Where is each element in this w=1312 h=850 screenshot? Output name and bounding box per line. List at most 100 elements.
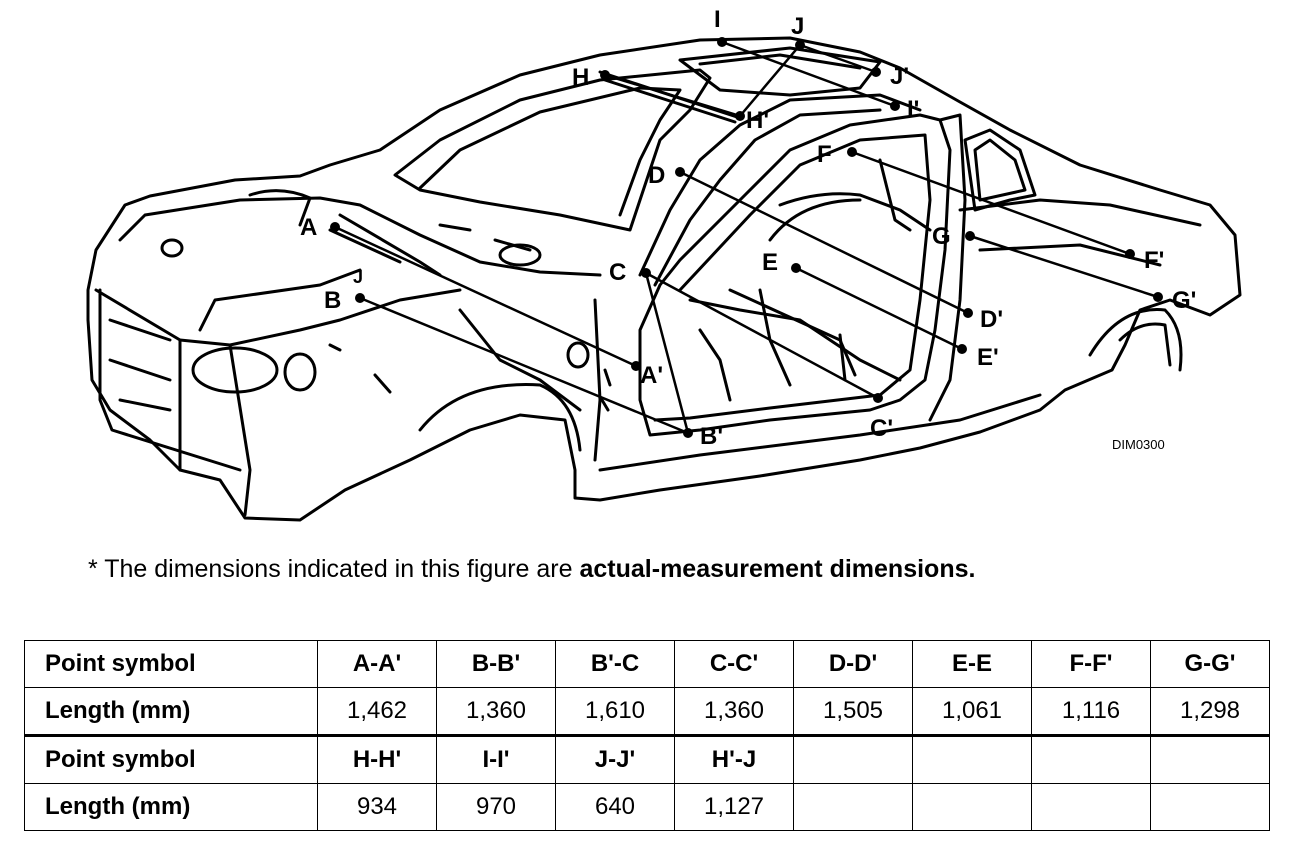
symbol-cell (1150, 734, 1270, 784)
label-f: F (817, 141, 832, 168)
label-jprime: J' (890, 63, 909, 90)
length-cell: 1,462 (317, 687, 437, 736)
line-i-iprime (721, 40, 896, 108)
symbol-cell: J-J' (555, 734, 675, 784)
row-label-point-symbol: Point symbol (24, 734, 318, 784)
point-aprime (631, 361, 641, 371)
point-fprime (1125, 249, 1135, 259)
point-i (717, 37, 727, 47)
label-bprime: B' (700, 423, 723, 450)
symbol-cell: B'-C (555, 640, 675, 688)
length-cell: 1,505 (793, 687, 913, 736)
length-cell (793, 783, 913, 831)
label-aprime: A' (640, 362, 663, 389)
point-j (795, 40, 805, 50)
label-c: C (609, 259, 626, 286)
label-j: J (791, 13, 804, 40)
point-c (641, 268, 651, 278)
label-d: D (648, 162, 665, 189)
length-cell: 970 (436, 783, 556, 831)
length-cell: 1,360 (674, 687, 794, 736)
label-iprime: I' (907, 96, 919, 123)
label-gprime: G' (1172, 287, 1196, 314)
length-cell: 1,116 (1031, 687, 1151, 736)
car-body-outline (86, 36, 1242, 522)
label-j-small: J (353, 267, 363, 287)
dimensions-table: Point symbol A-A' B-B' B'-C C-C' D-D' E-… (24, 640, 1270, 831)
point-a (330, 222, 340, 232)
label-fprime: F' (1144, 247, 1164, 274)
length-cell: 1,298 (1150, 687, 1270, 736)
length-cell: 1,610 (555, 687, 675, 736)
label-h: H (572, 64, 589, 91)
measurement-points (330, 37, 1163, 438)
point-h (600, 70, 610, 80)
point-hprime (735, 111, 745, 121)
point-jprime (871, 67, 881, 77)
point-g (965, 231, 975, 241)
point-iprime (890, 101, 900, 111)
point-dprime (963, 308, 973, 318)
label-b: B (324, 287, 341, 314)
line-c-cprime (645, 271, 879, 400)
point-labels: I J H J' H' I' D F A J C E G F' B G' D' … (300, 6, 1196, 450)
symbol-cell: I-I' (436, 734, 556, 784)
symbol-cell: B-B' (436, 640, 556, 688)
point-f (847, 147, 857, 157)
point-gprime (1153, 292, 1163, 302)
line-e-eprime (795, 266, 963, 351)
point-cprime (873, 393, 883, 403)
line-g-gprime (969, 234, 1159, 299)
length-cell (912, 783, 1032, 831)
table-row: Point symbol H-H' I-I' J-J' H'-J (24, 734, 1270, 784)
table-row: Point symbol A-A' B-B' B'-C C-C' D-D' E-… (24, 640, 1270, 688)
symbol-cell: E-E (912, 640, 1032, 688)
label-dprime: D' (980, 306, 1003, 333)
point-e (791, 263, 801, 273)
length-cell (1031, 783, 1151, 831)
point-eprime (957, 344, 967, 354)
line-j-jprime (799, 43, 877, 74)
symbol-cell (1031, 734, 1151, 784)
symbol-cell: C-C' (674, 640, 794, 688)
table-row: Length (mm) 934 970 640 1,127 (24, 783, 1270, 831)
label-eprime: E' (977, 344, 999, 371)
symbol-cell: F-F' (1031, 640, 1151, 688)
line-b-bprime (359, 296, 689, 435)
measurement-lines (334, 40, 1159, 435)
label-hprime: H' (746, 107, 769, 134)
label-a: A (300, 214, 317, 241)
symbol-cell: D-D' (793, 640, 913, 688)
length-cell: 1,061 (912, 687, 1032, 736)
symbol-cell: H'-J (674, 734, 794, 784)
length-cell: 934 (317, 783, 437, 831)
label-g: G (932, 223, 951, 250)
line-bprime-c (644, 272, 690, 434)
length-cell: 1,127 (674, 783, 794, 831)
label-e: E (762, 249, 778, 276)
line-f-fprime (851, 150, 1131, 256)
table-row: Length (mm) 1,462 1,360 1,610 1,360 1,50… (24, 687, 1270, 736)
symbol-cell (912, 734, 1032, 784)
point-b (355, 293, 365, 303)
row-label-point-symbol: Point symbol (24, 640, 318, 688)
line-hprime-j (739, 44, 801, 117)
figure-code: DIM0300 (1112, 437, 1165, 452)
point-d (675, 167, 685, 177)
note-bold: actual-measurement dimensions. (579, 555, 976, 583)
length-cell: 1,360 (436, 687, 556, 736)
label-i: I (714, 6, 721, 33)
symbol-cell (793, 734, 913, 784)
symbol-cell: A-A' (317, 640, 437, 688)
car-body-dimension-diagram: I J H J' H' I' D F A J C E G F' B G' D' … (86, 6, 1242, 522)
length-cell: 640 (555, 783, 675, 831)
dimensions-note: * The dimensions indicated in this figur… (88, 555, 975, 584)
point-bprime (683, 428, 693, 438)
row-label-length: Length (mm) (24, 783, 318, 831)
note-prefix: * The dimensions indicated in this figur… (88, 555, 580, 583)
row-label-length: Length (mm) (24, 687, 318, 736)
line-a-aprime (334, 225, 637, 368)
label-cprime: C' (870, 415, 893, 442)
line-d-dprime (679, 170, 969, 315)
length-cell (1150, 783, 1270, 831)
